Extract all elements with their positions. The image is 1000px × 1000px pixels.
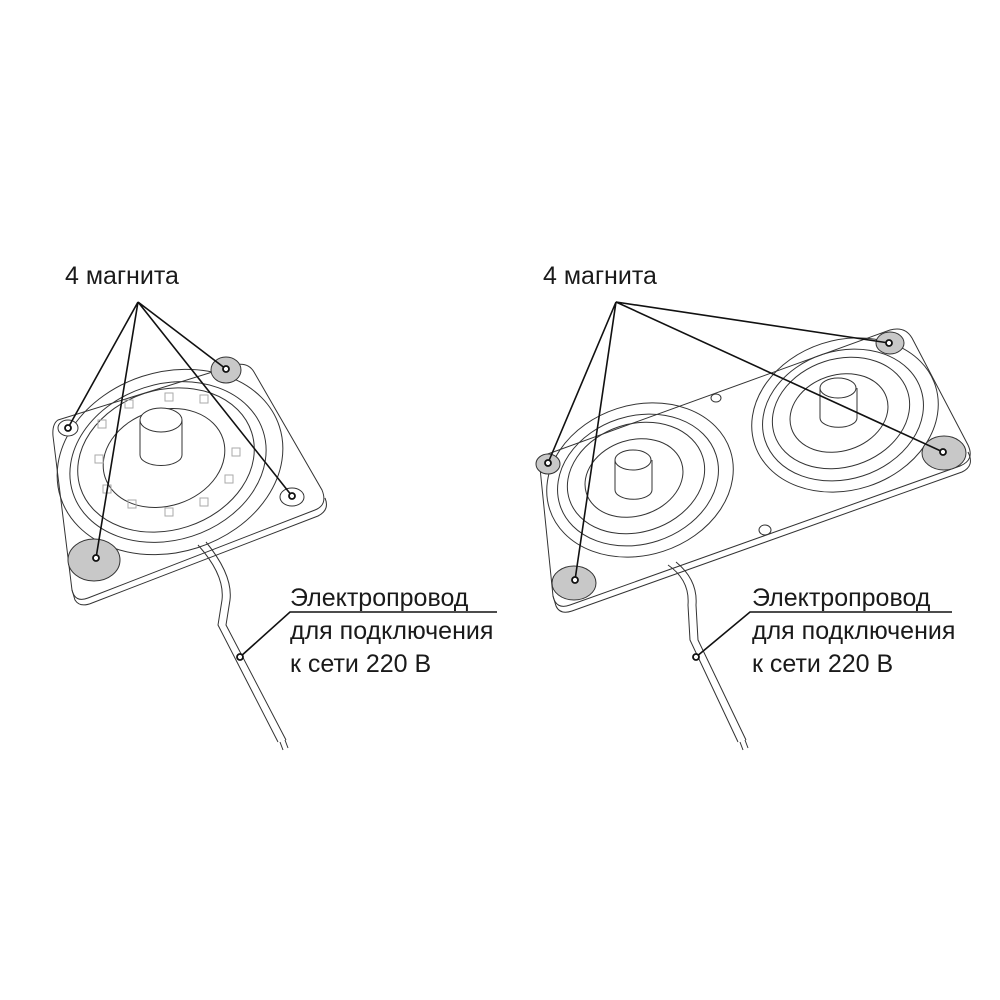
left-knob bbox=[139, 407, 183, 466]
left-cable bbox=[197, 541, 287, 743]
left-module bbox=[52, 363, 327, 751]
left-plate bbox=[52, 363, 325, 600]
right-magnets bbox=[535, 331, 967, 601]
right-leaders bbox=[547, 301, 952, 658]
right-plate bbox=[539, 328, 971, 607]
left-cable-label-3: к сети 220 В bbox=[290, 650, 432, 678]
left-magnets-label: 4 магнита bbox=[65, 262, 179, 290]
right-cable-label-1: Электропровод bbox=[752, 584, 931, 612]
right-knob-2 bbox=[819, 377, 858, 428]
left-cable-label-1: Электропровод bbox=[290, 584, 469, 612]
left-magnets bbox=[57, 356, 305, 582]
left-cable-label-2: для подключения bbox=[290, 617, 494, 645]
right-cable-label-3: к сети 220 В bbox=[752, 650, 894, 678]
right-magnets-label: 4 магнита bbox=[543, 262, 657, 290]
right-cable-label-2: для подключения bbox=[752, 617, 956, 645]
right-module bbox=[539, 328, 971, 751]
right-cable bbox=[667, 561, 747, 743]
left-plate-edge bbox=[71, 497, 327, 606]
left-leaders bbox=[67, 301, 497, 658]
right-knob-1 bbox=[614, 449, 653, 500]
